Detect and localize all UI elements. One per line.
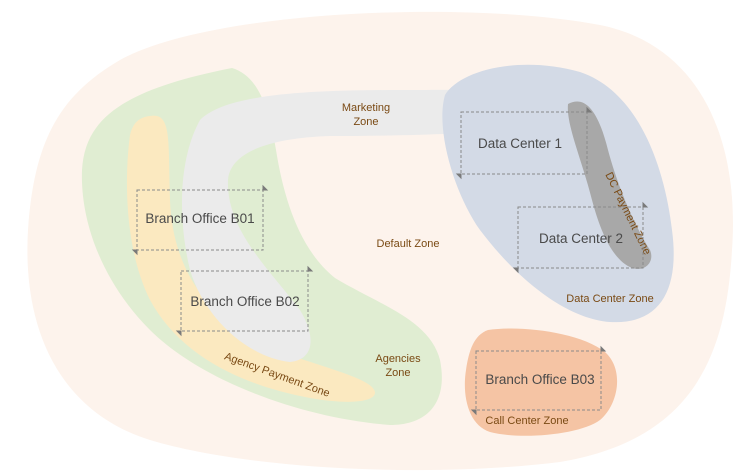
branch-office-b01-label: Branch Office B01 (145, 211, 254, 226)
dc-payment-zone-area (567, 101, 652, 269)
data-center-1-label: Data Center 1 (478, 136, 562, 151)
node-branch-office-b01[interactable]: Branch Office B01 (131, 184, 269, 256)
branch-office-b03-label: Branch Office B03 (485, 372, 594, 387)
node-branch-office-b02[interactable]: Branch Office B02 (175, 265, 314, 337)
marketing-zone-area (181, 89, 551, 363)
node-data-center-1[interactable]: Data Center 1 (455, 106, 593, 180)
node-branch-office-b03[interactable]: Branch Office B03 (470, 345, 607, 416)
data-center-zone-area (442, 64, 674, 323)
call-center-zone-area (464, 328, 618, 436)
branch-office-b02-label: Branch Office B02 (190, 294, 299, 309)
agencies-zone-label-line2: Zone (385, 367, 410, 379)
agency-payment-zone-area (126, 115, 376, 402)
agencies-zone-area (81, 68, 442, 425)
call-center-zone-label: Call Center Zone (485, 415, 568, 427)
marketing-zone-label-line1: Marketing (342, 102, 390, 114)
marketing-zone-label-line2: Zone (353, 116, 378, 128)
default-zone-label: Default Zone (377, 238, 440, 250)
data-center-zone-label: Data Center Zone (566, 293, 653, 305)
agencies-zone-label-line1: Agencies (375, 353, 421, 365)
node-data-center-2[interactable]: Data Center 2 (512, 201, 649, 274)
data-center-2-label: Data Center 2 (539, 231, 623, 246)
